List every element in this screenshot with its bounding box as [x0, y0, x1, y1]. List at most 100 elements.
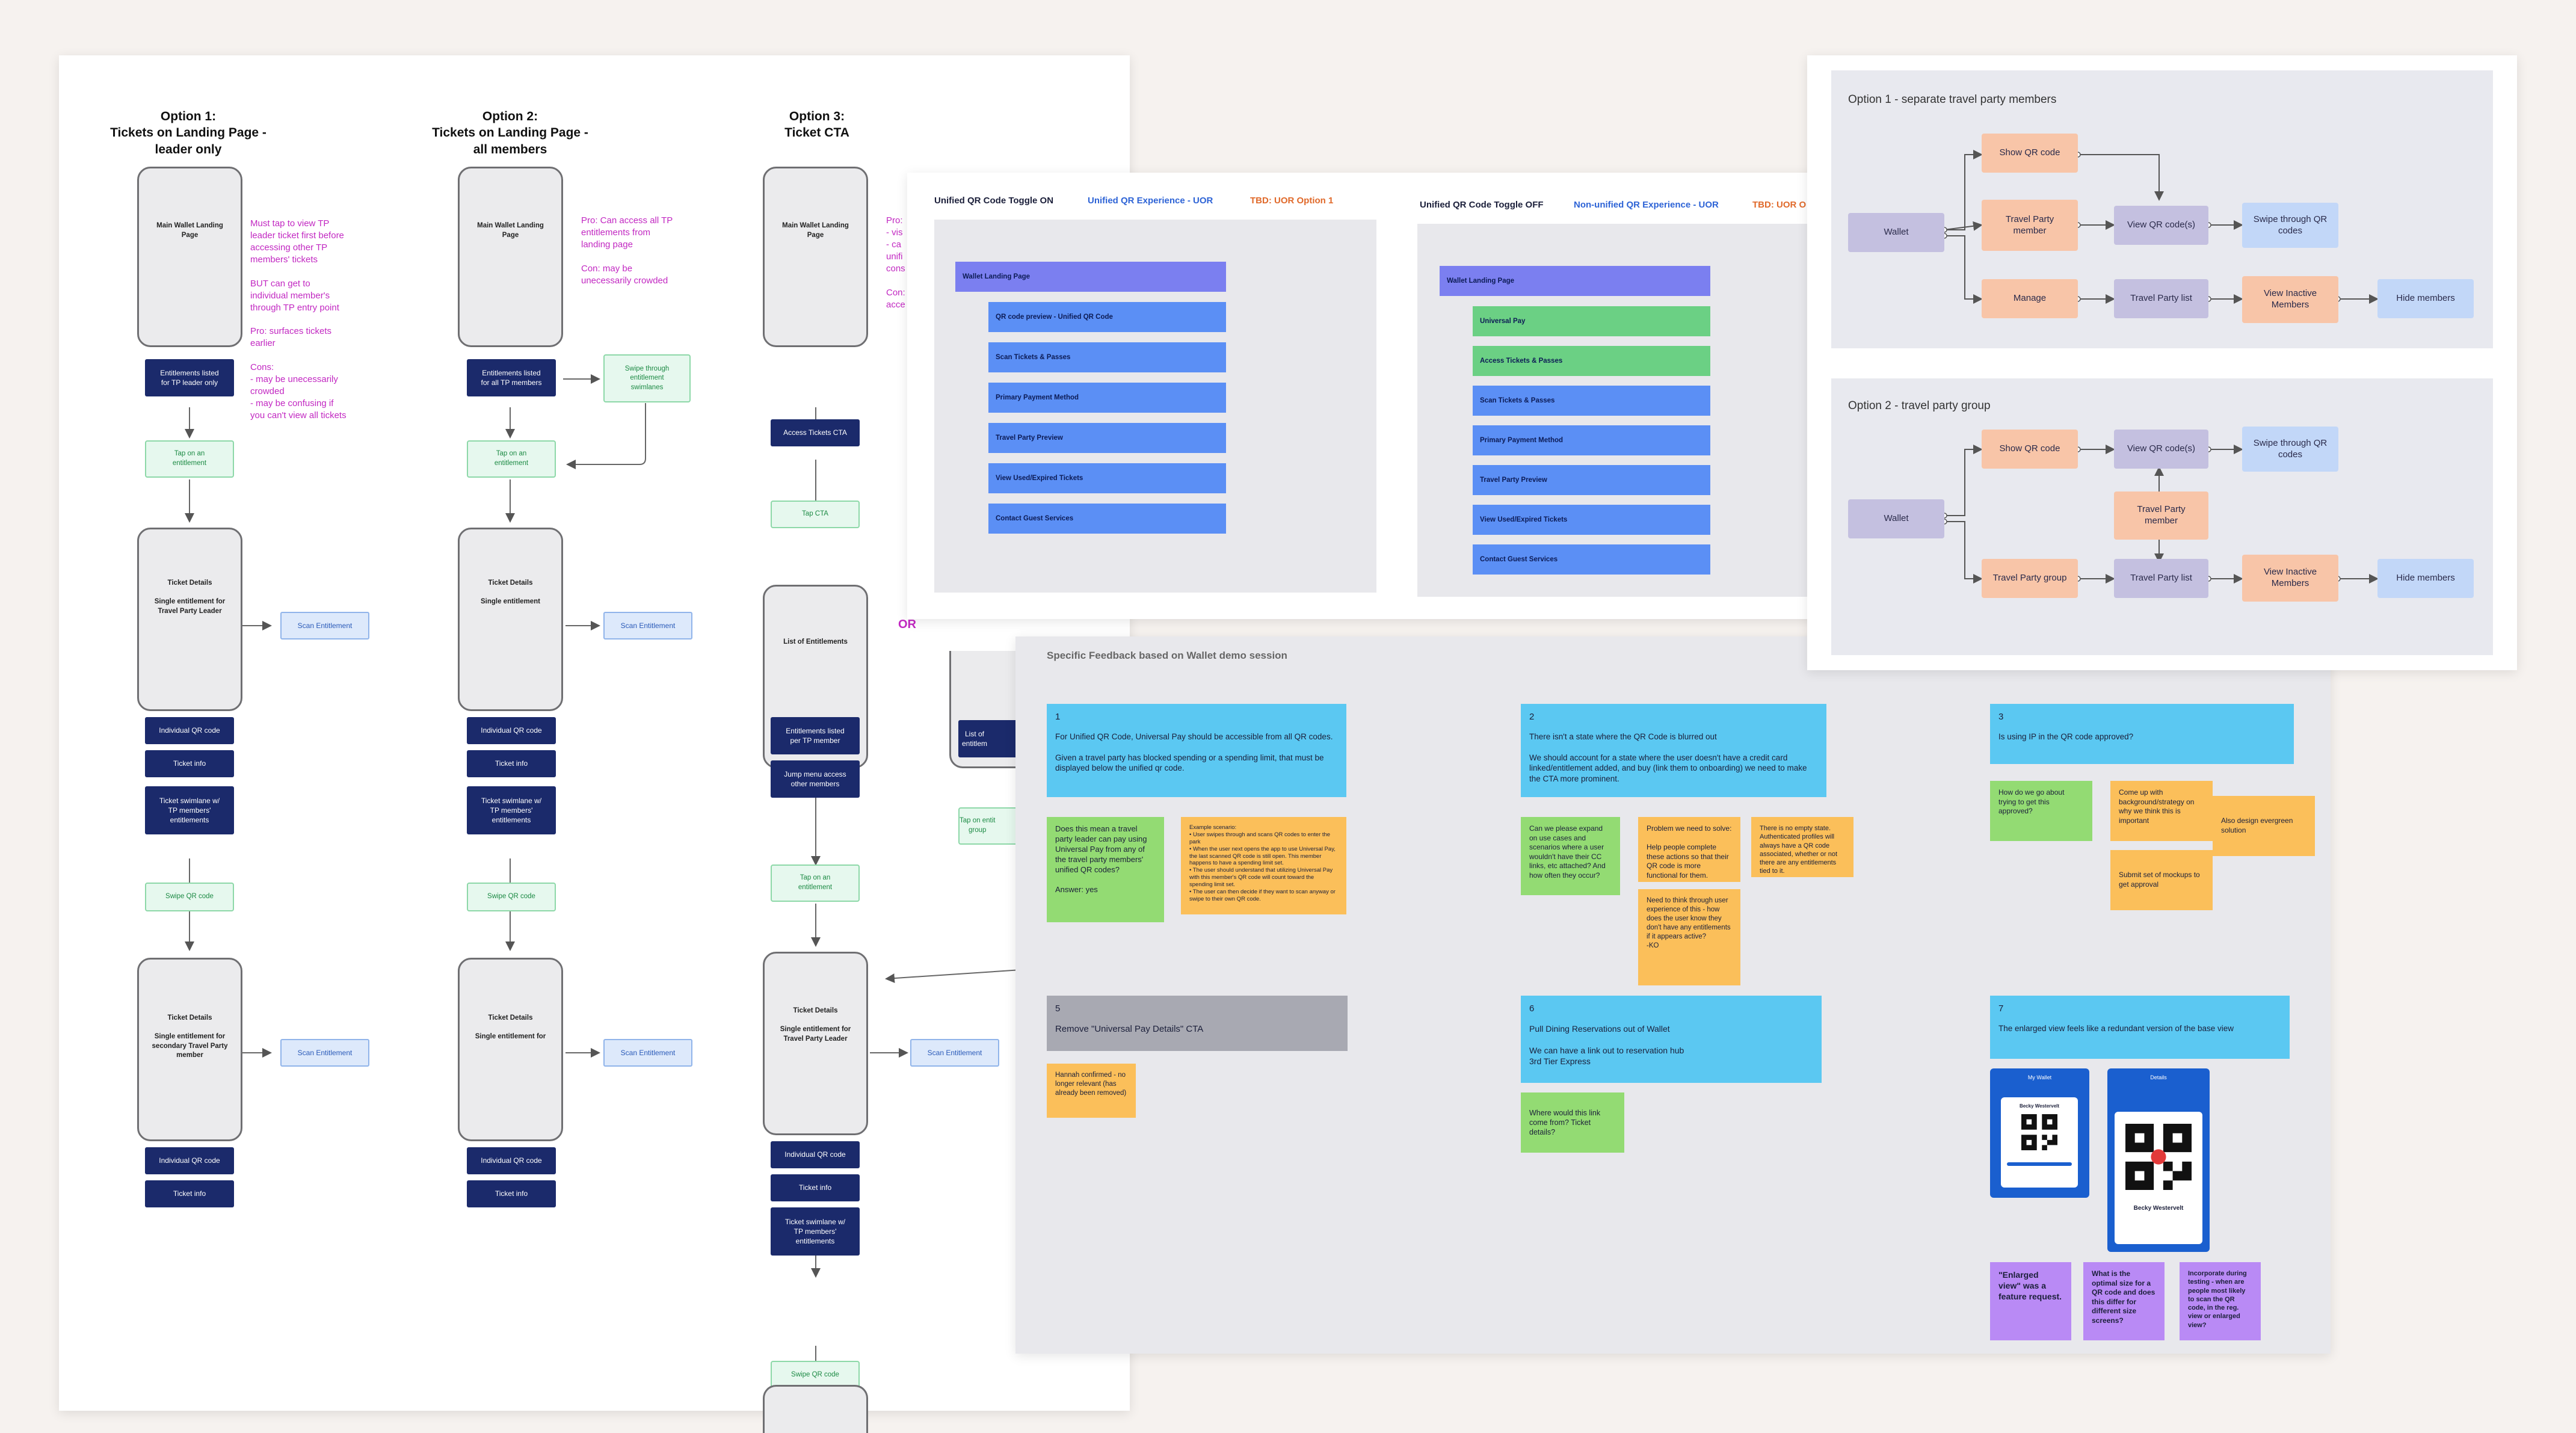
toggle-off-item-5: Travel Party Preview	[1473, 465, 1710, 495]
card-3-number: 3	[1998, 712, 2004, 722]
card-6-number: 6	[1529, 1003, 1535, 1014]
col1-qr2-box: Individual QR code	[145, 1147, 234, 1174]
col2-qr2-box: Individual QR code	[467, 1147, 556, 1174]
flow2-tp-member: Travel Party member	[2114, 492, 2208, 540]
col1-swipe-box: Swipe QR code	[145, 883, 234, 911]
col1-qr-box: Individual QR code	[145, 717, 234, 744]
mockup-1-bar	[2007, 1162, 2072, 1166]
col1-landing-phone: Main Wallet Landing Page	[137, 167, 242, 347]
col3-scan-box: Scan Entitlement	[910, 1039, 999, 1067]
toggle-on-heading: Unified QR Code Toggle ON	[934, 196, 1054, 206]
flow1-manage: Manage	[1982, 279, 2078, 318]
sticky-3b: Come up with background/strategy on why …	[2110, 781, 2213, 841]
flow1-wallet: Wallet	[1848, 213, 1944, 252]
toggle-on-landing: Wallet Landing Page	[955, 262, 1226, 292]
sticky-1b: Example scenario: • User swipes through …	[1181, 817, 1346, 914]
toggle-off-tag-blue: Non-unified QR Experience - UOR	[1574, 200, 1719, 210]
flow2-tp-group: Travel Party group	[1982, 559, 2078, 598]
feedback-title: Specific Feedback based on Wallet demo s…	[1047, 650, 1287, 661]
col3-info-box: Ticket info	[771, 1174, 860, 1201]
col2-swipe-box: Swipe QR code	[467, 883, 556, 911]
flow1-show-qr: Show QR code	[1982, 134, 2078, 173]
mockup-2-header: Details	[2150, 1074, 2167, 1080]
travel-party-flow-document: Option 1 - separate travel party members…	[1807, 55, 2517, 670]
sticky-7b: What is the optimal size for a QR code a…	[2083, 1262, 2165, 1340]
mockup-enlarged-view: Details Becky Westervelt	[2107, 1068, 2210, 1252]
feedback-card-2: 2 There isn't a state where the QR Code …	[1521, 704, 1826, 797]
mockup-1-header: My Wallet	[2027, 1074, 2052, 1080]
card-5-text: Remove "Universal Pay Details" CTA	[1055, 1023, 1204, 1034]
col3-bottom-phone	[763, 1385, 868, 1433]
qr-code-large-icon	[2125, 1124, 2192, 1190]
toggle-off-item-7: Contact Guest Services	[1473, 544, 1710, 575]
toggle-off-item-1: Universal Pay	[1473, 306, 1710, 336]
option-2-title: Option 2: Tickets on Landing Page - all …	[432, 109, 588, 156]
card-2-number: 2	[1529, 712, 1535, 722]
card-2-text: There isn't a state where the QR Code is…	[1529, 732, 1807, 783]
qr-toggle-document: Unified QR Code Toggle ON Unified QR Exp…	[907, 173, 1834, 619]
card-1-number: 1	[1055, 712, 1061, 722]
col2-secondary-phone: Ticket Details Single entitlement for	[458, 958, 563, 1141]
col3-tap-box: Tap on an entitlement	[771, 864, 860, 902]
sticky-7c: Incorporate during testing - when are pe…	[2180, 1262, 2261, 1340]
sticky-3c: Also design evergreen solution	[2213, 796, 2315, 856]
card-5-number: 5	[1055, 1003, 1061, 1014]
feedback-card-5: 5 Remove "Universal Pay Details" CTA	[1047, 996, 1348, 1051]
col3-or-label: OR	[898, 618, 916, 631]
card-6-text: Pull Dining Reservations out of Wallet W…	[1529, 1023, 1684, 1067]
flow1-tp-member: Travel Party member	[1982, 200, 2078, 251]
toggle-on-item-2: Scan Tickets & Passes	[988, 342, 1226, 372]
toggle-on-tag-orange: TBD: UOR Option 1	[1250, 196, 1334, 206]
mockup-2-name: Becky Westervelt	[2133, 1205, 2184, 1212]
toggle-off-tag-orange: TBD: UOR O	[1752, 200, 1807, 210]
toggle-off-item-3: Scan Tickets & Passes	[1473, 386, 1710, 416]
toggle-off-item-4: Primary Payment Method	[1473, 425, 1710, 455]
toggle-off-landing: Wallet Landing Page	[1440, 266, 1710, 296]
sticky-7a: "Enlarged view" was a feature request.	[1990, 1262, 2071, 1340]
flow-option-1-title: Option 1 - separate travel party members	[1848, 93, 2057, 106]
toggle-on-tag-blue: Unified QR Experience - UOR	[1088, 196, 1213, 206]
sticky-5a: Hannah confirmed - no longer relevant (h…	[1047, 1064, 1136, 1118]
toggle-on-item-6: Contact Guest Services	[988, 504, 1226, 534]
sticky-2b: Problem we need to solve: Help people co…	[1638, 817, 1740, 882]
col1-scan-box: Scan Entitlement	[280, 612, 369, 639]
mockup-1-card: Becky Westervelt	[2001, 1097, 2078, 1188]
mockup-2-card: Becky Westervelt	[2115, 1112, 2202, 1244]
col2-entitlements-box: Entitlements listed for all TP members	[467, 359, 556, 396]
flow2-hide: Hide members	[2377, 559, 2474, 598]
col2-note: Pro: Can access all TP entitlements from…	[581, 215, 673, 286]
option-1-title: Option 1: Tickets on Landing Page - lead…	[110, 109, 267, 156]
col2-tap-box: Tap on an entitlement	[467, 440, 556, 478]
toggle-on-item-5: View Used/Expired Tickets	[988, 463, 1226, 493]
flow2-tp-list: Travel Party list	[2114, 559, 2208, 598]
col1-tap-box: Tap on an entitlement	[145, 440, 234, 478]
col3-entitlements-box: Entitlements listed per TP member	[771, 717, 860, 754]
option-3-title: Option 3: Ticket CTA	[784, 109, 849, 140]
col1-secondary-phone: Ticket Details Single entitlement for se…	[137, 958, 242, 1141]
col3-qr-box: Individual QR code	[771, 1141, 860, 1168]
card-7-text: The enlarged view feels like a redundant…	[1998, 1023, 2234, 1033]
col2-swimlane-box: Ticket swimlane w/ TP members' entitleme…	[467, 786, 556, 834]
sticky-3a: How do we go about trying to get this ap…	[1990, 781, 2092, 841]
col1-entitlements-box: Entitlements listed for TP leader only	[145, 359, 234, 396]
col3-details-phone: Ticket Details Single entitlement for Tr…	[763, 952, 868, 1135]
flow1-tp-list: Travel Party list	[2114, 279, 2208, 318]
col2-qr-box: Individual QR code	[467, 717, 556, 744]
feedback-card-1: 1 For Unified QR Code, Universal Pay sho…	[1047, 704, 1346, 797]
card-1-text: For Unified QR Code, Universal Pay shoul…	[1055, 732, 1333, 773]
mockup-base-view: My Wallet Becky Westervelt	[1990, 1068, 2089, 1198]
flow1-inactive: View Inactive Members	[2242, 276, 2338, 323]
toggle-on-item-1: QR code preview - Unified QR Code	[988, 302, 1226, 332]
col3-jump-box: Jump menu access other members	[771, 760, 860, 798]
flow-option-2-title: Option 2 - travel party group	[1848, 399, 1991, 412]
col3-note-fragment: Pro: - vis - ca unifi cons Con: acce	[886, 215, 905, 310]
mockup-1-name: Becky Westervelt	[2019, 1103, 2060, 1109]
flow2-view-qr: View QR code(s)	[2114, 430, 2208, 469]
card-7-number: 7	[1998, 1003, 2004, 1014]
col3-landing-phone: Main Wallet Landing Page	[763, 167, 868, 347]
sticky-3d: Submit set of mockups to get approval	[2110, 850, 2213, 910]
flow1-hide: Hide members	[2377, 279, 2474, 318]
sticky-6a: Where would this link come from? Ticket …	[1521, 1092, 1624, 1153]
feedback-card-6: 6 Pull Dining Reservations out of Wallet…	[1521, 996, 1822, 1083]
sticky-2d: Need to think through user experience of…	[1638, 889, 1740, 985]
